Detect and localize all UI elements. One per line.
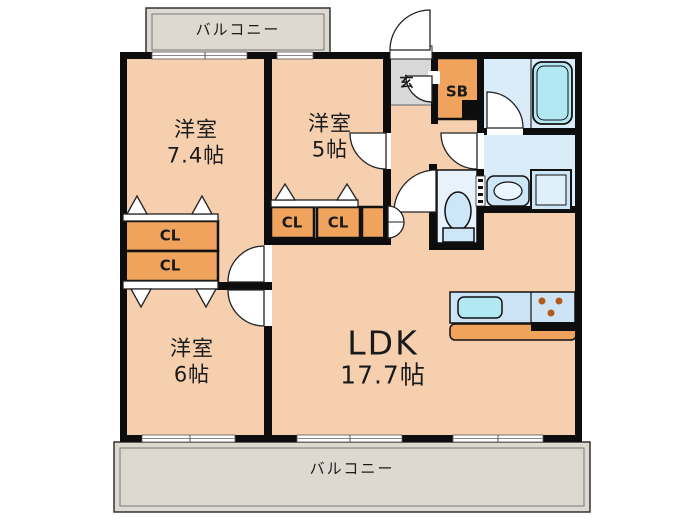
windows (141, 51, 544, 443)
closet-box-2 (121, 249, 220, 283)
folding-door-markers (122, 182, 359, 309)
balcony-bottom (113, 441, 591, 513)
entrance-inner-door-arc (405, 75, 433, 103)
closet-label-2: CL (159, 256, 181, 275)
toilet (442, 191, 475, 243)
bathtub (532, 61, 573, 125)
ldk-name-label: LDK (347, 323, 419, 363)
doors (227, 9, 524, 327)
western2-door-arc (349, 132, 387, 170)
bathroom-door-arc (486, 91, 524, 129)
closet-label-4: CL (327, 213, 349, 232)
entrance-door-arc (389, 9, 431, 51)
window-bottom-2 (296, 434, 403, 443)
washroom-door-arc (440, 132, 478, 170)
accordion-door (475, 175, 486, 207)
window-top-2 (276, 51, 314, 60)
shoebox-label: SB (445, 82, 469, 101)
ldk-size-label: 17.7帖 (340, 360, 426, 390)
entrance-label: 玄 (399, 75, 415, 91)
shoebox-wall-notch (462, 100, 481, 119)
western1-size-label: 7.4帖 (166, 143, 226, 168)
window-bottom-1 (141, 434, 236, 443)
western1-door-arc (227, 245, 265, 283)
closet-box-1 (121, 219, 220, 253)
window-top-1 (151, 51, 248, 60)
closet-label-1: CL (159, 226, 181, 245)
balcony-top (145, 7, 331, 55)
hall-storage-box (360, 205, 388, 240)
kitchen-sink (457, 296, 503, 319)
closet-label-3: CL (281, 213, 303, 232)
western3-name-label: 洋室 (170, 336, 214, 361)
western3-size-label: 6帖 (173, 362, 211, 387)
western1-name-label: 洋室 (174, 117, 218, 142)
stove-burners (538, 297, 563, 317)
washing-machine (530, 169, 572, 211)
western2-name-label: 洋室 (308, 111, 352, 136)
balcony-bottom-label: バルコニー (309, 459, 395, 478)
washbasin (486, 175, 530, 207)
kitchen-counter (449, 291, 577, 341)
western3-door-arc (227, 289, 265, 327)
balcony-top-label: バルコニー (195, 20, 281, 39)
western2-size-label: 5帖 (311, 137, 349, 162)
window-bottom-3 (452, 434, 544, 443)
